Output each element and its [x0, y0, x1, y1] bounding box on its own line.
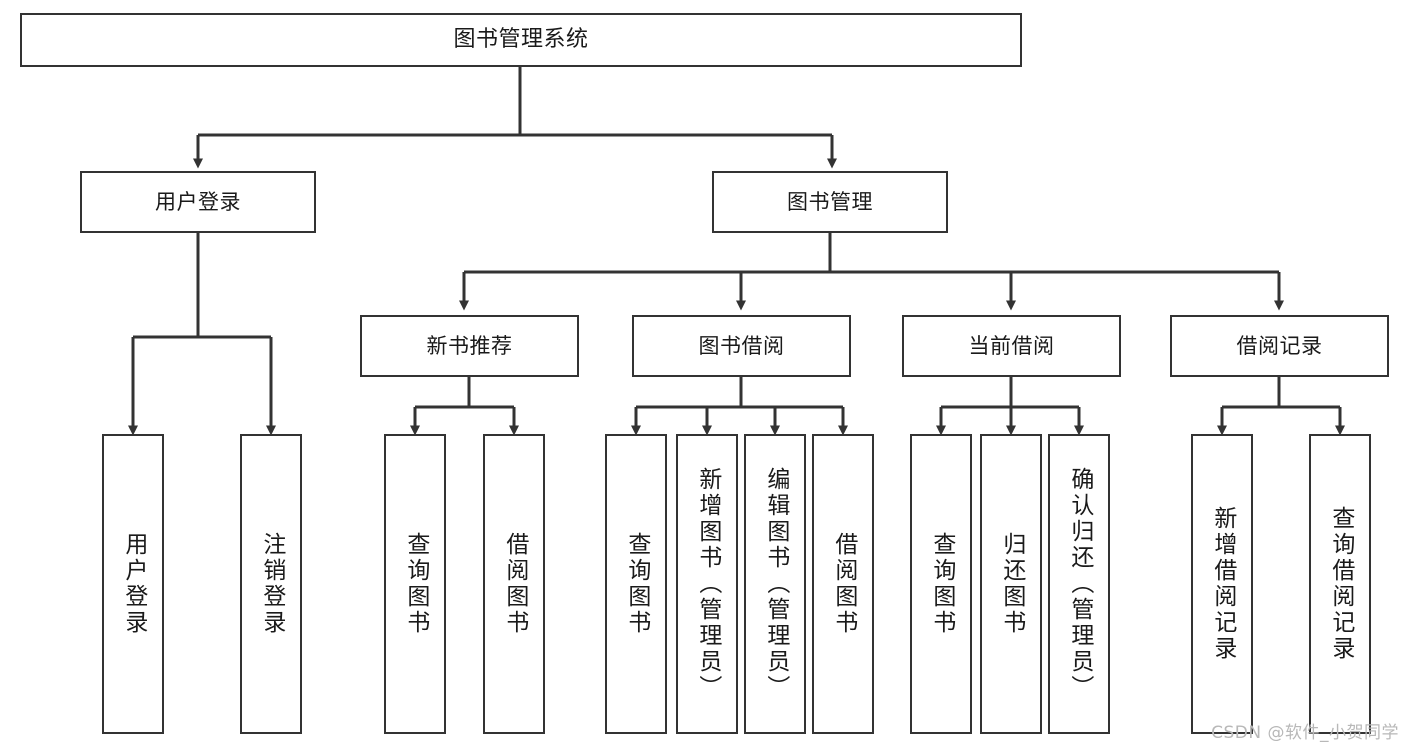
node-leaf-query-book-2[interactable]: 查询图书	[605, 434, 667, 734]
node-label: 借阅图书	[501, 532, 528, 636]
node-user-login[interactable]: 用户登录	[80, 171, 316, 233]
node-borrow-record[interactable]: 借阅记录	[1170, 315, 1389, 377]
node-leaf-edit-book[interactable]: 编辑图书（管理员）	[744, 434, 806, 734]
node-label: 用户登录	[120, 532, 147, 636]
node-leaf-borrow-book-2[interactable]: 借阅图书	[812, 434, 874, 734]
node-label: 当前借阅	[968, 333, 1055, 358]
node-label: 新增借阅记录	[1209, 506, 1236, 662]
node-label: 编辑图书（管理员）	[762, 467, 789, 701]
watermark-text: CSDN @软件_小贺同学	[1211, 723, 1399, 743]
node-book-manage[interactable]: 图书管理	[712, 171, 948, 233]
node-label: 确认归还（管理员）	[1066, 467, 1093, 701]
node-label: 借阅记录	[1236, 333, 1323, 358]
node-label: 图书借阅	[698, 333, 785, 358]
node-label: 查询图书	[928, 532, 955, 636]
node-label: 图书管理系统	[453, 27, 589, 53]
node-label: 新书推荐	[426, 333, 513, 358]
node-leaf-user-login[interactable]: 用户登录	[102, 434, 164, 734]
node-label: 新增图书（管理员）	[694, 467, 721, 701]
node-current-borrow[interactable]: 当前借阅	[902, 315, 1121, 377]
node-leaf-add-book[interactable]: 新增图书（管理员）	[676, 434, 738, 734]
node-leaf-query-record[interactable]: 查询借阅记录	[1309, 434, 1371, 734]
node-leaf-query-book-1[interactable]: 查询图书	[384, 434, 446, 734]
node-label: 查询借阅记录	[1327, 506, 1354, 662]
node-label: 借阅图书	[830, 532, 857, 636]
node-label: 归还图书	[998, 532, 1025, 636]
node-leaf-logout[interactable]: 注销登录	[240, 434, 302, 734]
node-label: 查询图书	[623, 532, 650, 636]
node-label: 注销登录	[258, 532, 285, 636]
node-label: 用户登录	[155, 189, 241, 214]
node-leaf-borrow-book-1[interactable]: 借阅图书	[483, 434, 545, 734]
node-leaf-confirm-return[interactable]: 确认归还（管理员）	[1048, 434, 1110, 734]
node-root-system[interactable]: 图书管理系统	[20, 13, 1022, 67]
node-leaf-query-book-3[interactable]: 查询图书	[910, 434, 972, 734]
node-label: 查询图书	[402, 532, 429, 636]
node-label: 图书管理	[787, 189, 873, 214]
node-leaf-return-book[interactable]: 归还图书	[980, 434, 1042, 734]
node-book-borrow[interactable]: 图书借阅	[632, 315, 851, 377]
node-new-book-rec[interactable]: 新书推荐	[360, 315, 579, 377]
node-leaf-add-record[interactable]: 新增借阅记录	[1191, 434, 1253, 734]
